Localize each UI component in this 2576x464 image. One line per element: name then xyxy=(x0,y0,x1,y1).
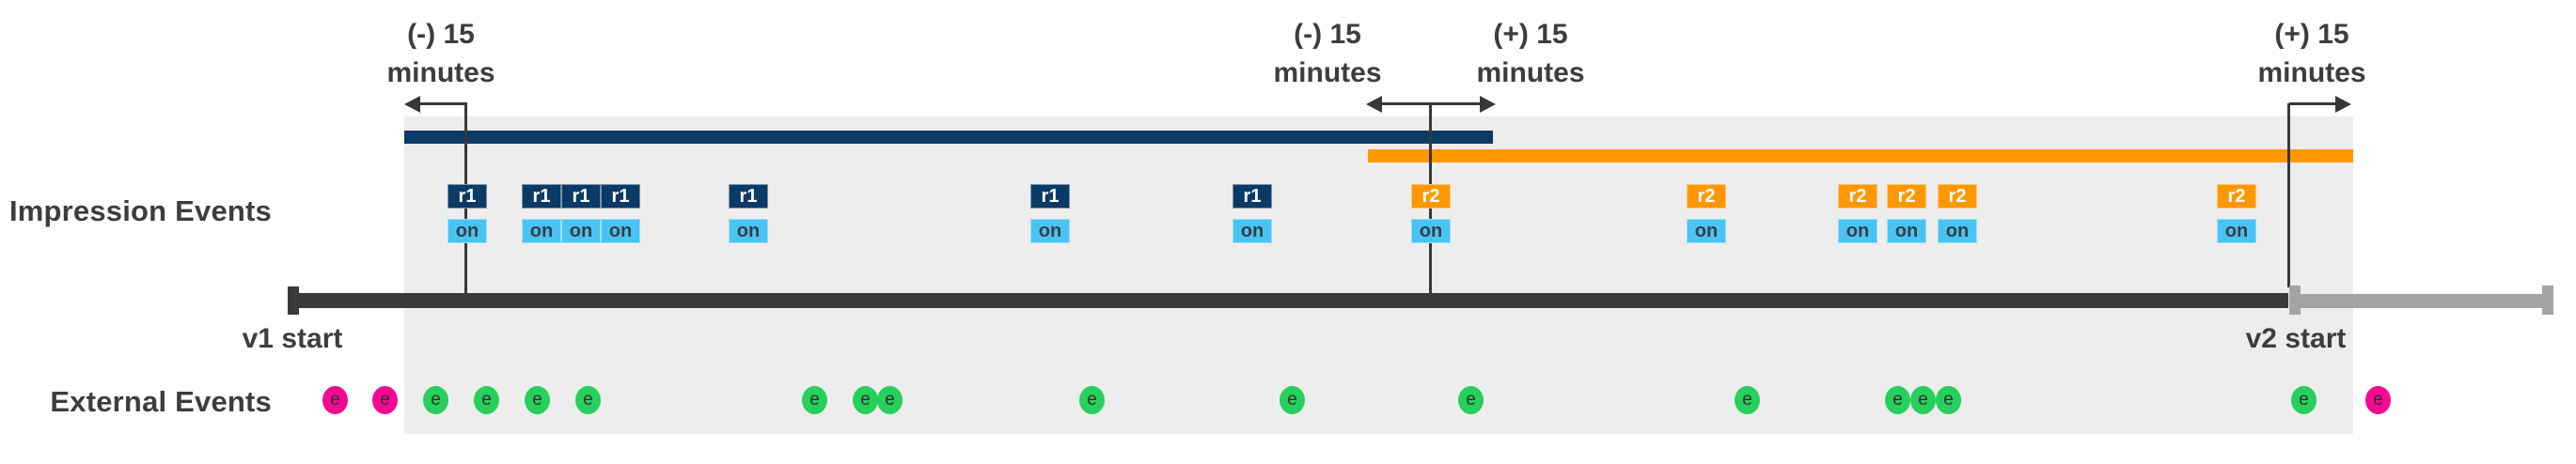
impression-r2-box: r2 xyxy=(1411,184,1451,209)
impression-r1-box: r1 xyxy=(561,184,601,209)
offset-annotation-line2: minutes xyxy=(2257,57,2366,88)
impression-r2-box: r2 xyxy=(1687,184,1726,209)
offset-annotation-line2: minutes xyxy=(386,57,495,88)
impression-on-box: on xyxy=(729,219,768,243)
timeline-v2-bar xyxy=(2295,294,2542,308)
external-event-dot-green: e xyxy=(474,386,499,414)
external-event-dot-green: e xyxy=(1079,386,1105,414)
impression-on-box: on xyxy=(1030,219,1070,243)
r2-active-window-bar xyxy=(1368,149,2353,162)
offset-annotation-1: (-) 15 minutes xyxy=(328,15,554,92)
external-event-dot-green: e xyxy=(423,386,448,414)
impression-on-box: on xyxy=(1938,219,1977,243)
impression-on-box: on xyxy=(1233,219,1272,243)
impression-r2-box: r2 xyxy=(2217,184,2256,209)
offset-annotation-line1: (+) 15 xyxy=(1493,19,1568,50)
offset-annotation-3: (+) 15 minutes xyxy=(1418,15,1643,92)
guide-line-3 xyxy=(2287,103,2290,287)
impression-on-box: on xyxy=(561,219,601,243)
timeline-end-tick xyxy=(2542,286,2553,315)
v1-start-label: v1 start xyxy=(242,323,343,354)
v2-start-label: v2 start xyxy=(2245,323,2347,354)
impression-r1-box: r1 xyxy=(522,184,561,209)
impression-r2-box: r2 xyxy=(1938,184,1977,209)
offset-annotation-line1: (-) 15 xyxy=(407,19,475,50)
offset-annotation-line2: minutes xyxy=(1476,57,1585,88)
external-event-dot-green: e xyxy=(1885,386,1910,414)
external-event-dot-green: e xyxy=(1936,386,1961,414)
impression-r1-box: r1 xyxy=(729,184,768,209)
external-event-dot-green: e xyxy=(1280,386,1305,414)
v1-start-tick xyxy=(288,286,299,315)
offset-arrow-shaft-1 xyxy=(418,102,467,105)
impression-on-box: on xyxy=(1687,219,1726,243)
v2-start-tick xyxy=(2289,286,2301,315)
arrowhead-right-icon xyxy=(1480,96,1496,113)
impression-on-box: on xyxy=(448,219,487,243)
external-event-dot-pink: e xyxy=(2365,386,2391,414)
arrowhead-left-icon xyxy=(1366,96,1382,113)
offset-arrow-shaft-3 xyxy=(2289,102,2337,105)
impression-on-box: on xyxy=(522,219,561,243)
impression-events-label: Impression Events xyxy=(8,194,272,227)
external-event-dot-green: e xyxy=(525,386,550,414)
active-region-background xyxy=(404,116,2353,434)
timeline-v1-bar xyxy=(292,293,2288,308)
impression-on-box: on xyxy=(2217,219,2256,243)
impression-on-box: on xyxy=(1887,219,1926,243)
impression-r1-box: r1 xyxy=(448,184,487,209)
external-event-dot-green: e xyxy=(2291,386,2317,414)
impression-r2-box: r2 xyxy=(1887,184,1926,209)
arrowhead-left-icon xyxy=(404,96,420,113)
impression-r1-box: r1 xyxy=(601,184,640,209)
external-event-dot-green: e xyxy=(802,386,827,414)
offset-annotation-line2: minutes xyxy=(1273,57,1382,88)
external-event-dot-green: e xyxy=(1910,386,1936,414)
external-event-dot-green: e xyxy=(1735,386,1760,414)
impression-r1-box: r1 xyxy=(1030,184,1070,209)
external-event-dot-green: e xyxy=(1458,386,1484,414)
external-event-dot-pink: e xyxy=(322,386,348,414)
offset-arrow-shaft-2 xyxy=(1380,102,1482,105)
arrowhead-right-icon xyxy=(2335,96,2351,113)
offset-annotation-line1: (-) 15 xyxy=(1294,19,1361,50)
r1-active-window-bar xyxy=(404,131,1493,144)
offset-annotation-line1: (+) 15 xyxy=(2274,19,2349,50)
impression-on-box: on xyxy=(601,219,640,243)
impression-r1-box: r1 xyxy=(1233,184,1272,209)
offset-annotation-2: (-) 15 minutes xyxy=(1215,15,1440,92)
external-event-dot-green: e xyxy=(877,386,903,414)
external-event-dot-pink: e xyxy=(372,386,398,414)
impression-on-box: on xyxy=(1838,219,1877,243)
offset-annotation-4: (+) 15 minutes xyxy=(2199,15,2425,92)
external-event-dot-green: e xyxy=(853,386,878,414)
impression-on-box: on xyxy=(1411,219,1451,243)
external-event-dot-green: e xyxy=(575,386,601,414)
impression-r2-box: r2 xyxy=(1838,184,1877,209)
external-events-label: External Events xyxy=(50,385,272,418)
